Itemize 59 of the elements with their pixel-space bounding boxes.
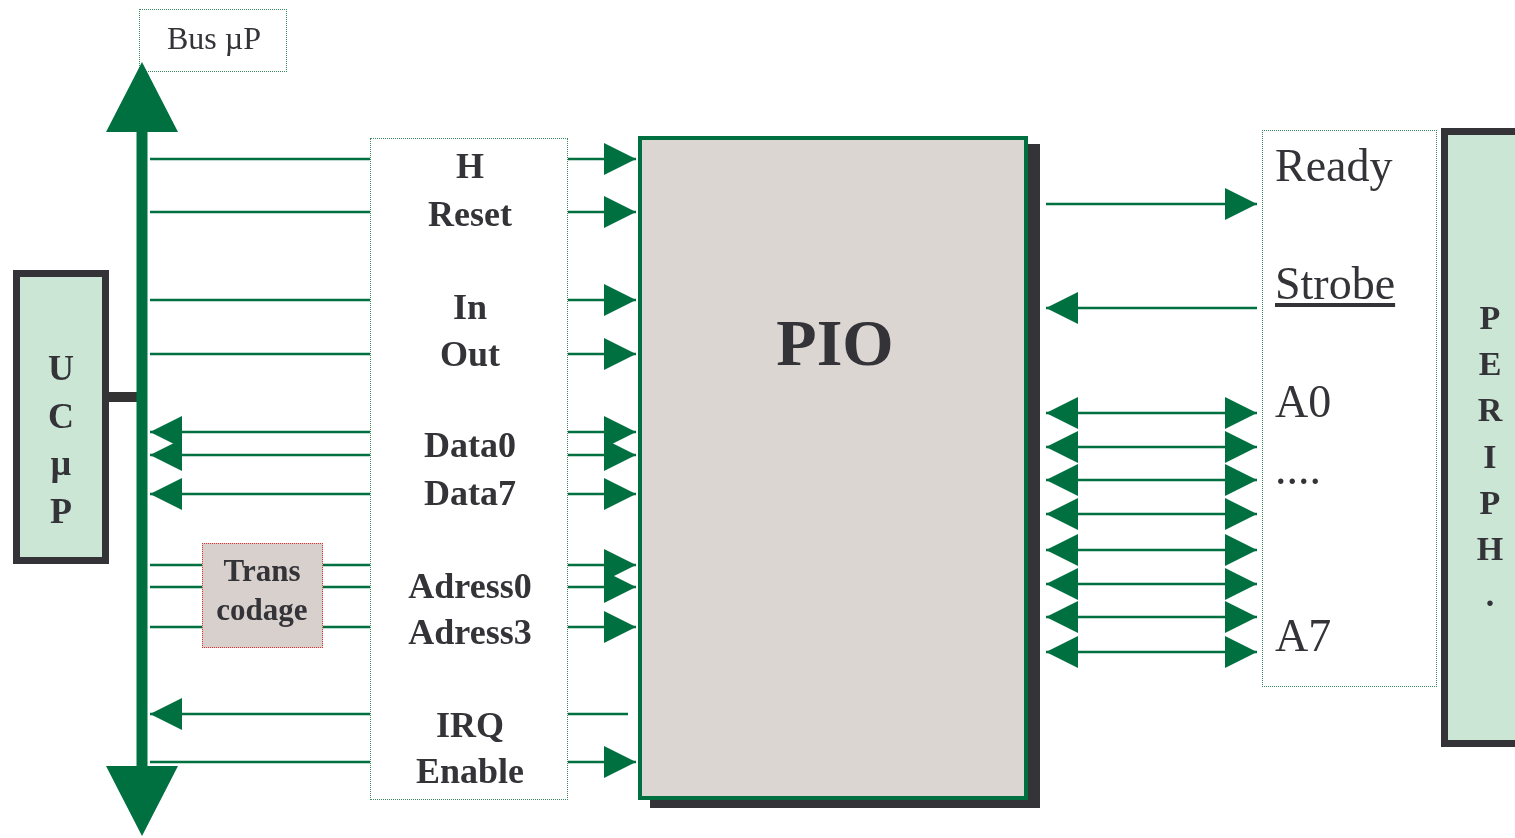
signal-arrow (1046, 188, 1257, 220)
signal-line (150, 625, 202, 629)
signal-arrow (1046, 601, 1257, 633)
port-signal-label: A7 (1275, 613, 1332, 659)
signal-line (150, 563, 202, 567)
signal-line (109, 392, 137, 402)
signal-label: Enable (416, 753, 524, 789)
cpu-label: UCµP (47, 347, 75, 533)
signal-line (323, 625, 370, 629)
transcoder-label: Trans codage (215, 552, 309, 629)
signal-label: Adress3 (408, 614, 532, 650)
peripheral-label: PERIPH. (1476, 298, 1504, 616)
signal-label: IRQ (436, 707, 504, 743)
signal-arrow (1046, 636, 1257, 668)
signal-box (370, 138, 568, 800)
signal-line (323, 585, 370, 589)
signal-arrow (150, 478, 370, 510)
bus-label: Bus µP (167, 22, 261, 54)
signal-arrow (568, 143, 636, 175)
port-signal-label: .... (1275, 446, 1321, 492)
signal-arrow (1046, 568, 1257, 600)
signal-line (150, 210, 370, 214)
signal-line (150, 298, 370, 302)
signal-label: Data0 (424, 427, 516, 463)
transcoder-box (202, 543, 323, 648)
peripheral-box (1441, 128, 1515, 747)
signal-arrow (568, 746, 636, 778)
signal-line (150, 157, 370, 161)
signal-arrow (1046, 498, 1257, 530)
signal-line (150, 760, 370, 764)
port-signal-label: Strobe (1275, 261, 1396, 307)
signal-arrow (568, 338, 636, 370)
signal-arrow (1046, 292, 1257, 324)
signal-label: Reset (428, 196, 512, 232)
signal-arrow (1046, 534, 1257, 566)
signal-arrow (150, 698, 370, 730)
port-signal-label: Ready (1275, 143, 1393, 189)
pio-label: PIO (776, 310, 894, 376)
signal-line (150, 352, 370, 356)
signal-label: In (453, 289, 487, 325)
signal-arrow (1046, 397, 1257, 429)
signal-arrow (1046, 464, 1257, 496)
signal-arrow (1046, 431, 1257, 463)
port-signal-box (1262, 130, 1437, 687)
port-signal-label: A0 (1275, 379, 1332, 425)
cpu-box (13, 270, 109, 564)
signal-label: H (456, 148, 484, 184)
signal-label: Out (440, 336, 500, 372)
signal-line (150, 585, 202, 589)
signal-arrow (568, 196, 636, 228)
signal-arrow (568, 478, 636, 510)
signal-line (323, 563, 370, 567)
bus-label-box (139, 9, 287, 72)
system-bus-bar (106, 62, 178, 836)
signal-arrow (568, 284, 636, 316)
signal-label: Adress0 (408, 568, 532, 604)
signal-arrow (568, 611, 636, 643)
signal-label: Data7 (424, 475, 516, 511)
signal-line (568, 712, 628, 716)
